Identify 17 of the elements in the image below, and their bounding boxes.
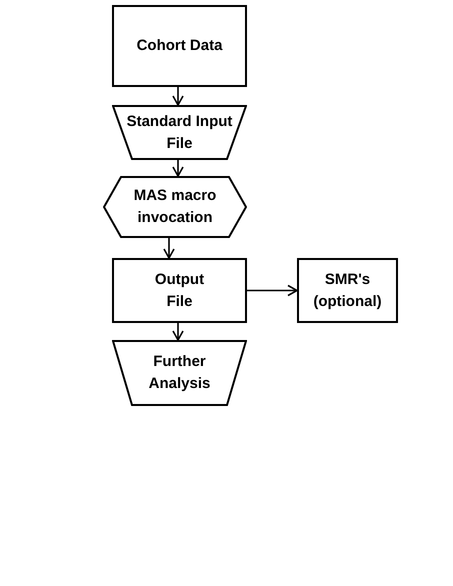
trapezoid-shape bbox=[112, 340, 247, 406]
arrow bbox=[172, 160, 184, 177]
arrow bbox=[172, 323, 184, 341]
trapezoid-shape bbox=[112, 105, 247, 160]
node-label: Output File bbox=[154, 270, 206, 312]
arrow bbox=[172, 87, 184, 106]
process-box bbox=[297, 258, 398, 323]
arrow bbox=[163, 238, 175, 259]
arrow bbox=[247, 284, 298, 296]
node-label: MAS macro invocation bbox=[132, 186, 218, 228]
node-label: Cohort Data bbox=[136, 36, 222, 56]
hexagon-shape bbox=[103, 176, 247, 238]
node-label: Further Analysis bbox=[148, 352, 212, 394]
process-box bbox=[112, 258, 247, 323]
node-label: Standard Input File bbox=[126, 112, 234, 154]
process-box bbox=[112, 5, 247, 87]
node-label: SMR's (optional) bbox=[312, 270, 383, 312]
